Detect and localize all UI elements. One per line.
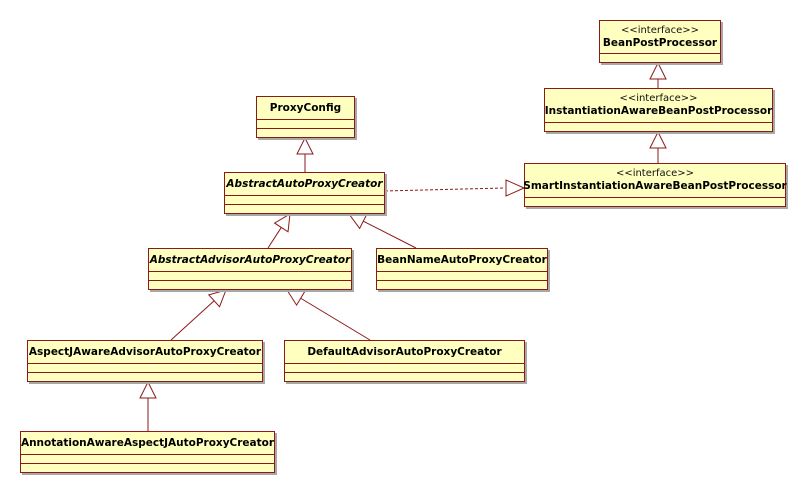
interface-stereotype: <<interface>> [615, 168, 695, 179]
class-name: AnnotationAwareAspectJAutoProxyCreator [20, 436, 275, 449]
class-smart-instantiation-aware-bean-post-processor[interactable]: <<interface>> SmartInstantiationAwareBea… [523, 163, 787, 207]
attributes-compartment [285, 364, 524, 373]
edge-annotation-to-aspectj-arrowhead [139, 380, 157, 399]
edge-abstract-advisor-to-abstract-auto [267, 227, 282, 249]
edge-default-to-abstract-advisor-arrowhead [286, 289, 306, 307]
class-aspectj-aware-advisor-auto-proxy-creator[interactable]: AspectJAwareAdvisorAutoProxyCreator [27, 340, 263, 382]
attributes-compartment [257, 120, 354, 129]
edge-abstract-auto-to-proxy-config-arrowhead [296, 136, 314, 155]
operations-compartment [21, 464, 274, 472]
attributes-compartment [525, 198, 785, 206]
edge-abstract-auto-realizes-smart [384, 187, 505, 192]
class-name: BeanNameAutoProxyCreator [377, 253, 547, 266]
edge-aspectj-to-abstract-advisor-arrowhead [207, 289, 227, 308]
class-abstract-auto-proxy-creator[interactable]: AbstractAutoProxyCreator [224, 172, 385, 214]
operations-compartment [225, 205, 384, 213]
attributes-compartment [600, 54, 720, 62]
edge-smart-to-instantiation-aware-arrowhead [649, 130, 667, 149]
class-instantiation-aware-bean-post-processor[interactable]: <<interface>> InstantiationAwareBeanPost… [544, 88, 773, 132]
operations-compartment [149, 281, 351, 289]
class-annotation-aware-aspectj-auto-proxy-creator[interactable]: AnnotationAwareAspectJAutoProxyCreator [20, 431, 275, 473]
edge-bean-name-to-abstract-auto-arrowhead [348, 213, 368, 230]
edge-instantiation-aware-to-bean-post-processor-arrowhead [649, 61, 667, 80]
attributes-compartment [149, 272, 351, 281]
class-name: AspectJAwareAdvisorAutoProxyCreator [28, 345, 262, 358]
class-bean-name-auto-proxy-creator[interactable]: BeanNameAutoProxyCreator [376, 248, 548, 290]
edge-bean-name-to-abstract-auto [363, 220, 417, 249]
class-name: ProxyConfig [269, 101, 342, 114]
class-name: SmartInstantiationAwareBeanPostProcessor [523, 180, 787, 192]
class-name: AbstractAdvisorAutoProxyCreator [149, 253, 351, 266]
attributes-compartment [225, 196, 384, 205]
attributes-compartment [545, 123, 772, 131]
edge-default-to-abstract-advisor [300, 297, 371, 341]
operations-compartment [377, 281, 547, 289]
class-proxy-config[interactable]: ProxyConfig [256, 96, 355, 138]
edge-abstract-auto-realizes-smart-arrowhead [505, 179, 526, 197]
edge-aspectj-to-abstract-advisor [170, 300, 215, 341]
class-name: DefaultAdvisorAutoProxyCreator [307, 345, 502, 358]
operations-compartment [285, 373, 524, 381]
attributes-compartment [21, 455, 274, 464]
class-name: AbstractAutoProxyCreator [226, 177, 383, 190]
class-bean-post-processor[interactable]: <<interface>> BeanPostProcessor [599, 20, 721, 63]
attributes-compartment [377, 272, 547, 281]
attributes-compartment [28, 364, 262, 373]
interface-stereotype: <<interface>> [619, 93, 698, 104]
edge-abstract-advisor-to-abstract-auto-arrowhead [273, 213, 291, 233]
interface-stereotype: <<interface>> [620, 24, 700, 36]
operations-compartment [28, 373, 262, 381]
class-default-advisor-auto-proxy-creator[interactable]: DefaultAdvisorAutoProxyCreator [284, 340, 525, 382]
class-name: InstantiationAwareBeanPostProcessor [544, 105, 773, 117]
class-abstract-advisor-auto-proxy-creator[interactable]: AbstractAdvisorAutoProxyCreator [148, 248, 352, 290]
class-name: BeanPostProcessor [602, 36, 718, 49]
operations-compartment [257, 129, 354, 137]
